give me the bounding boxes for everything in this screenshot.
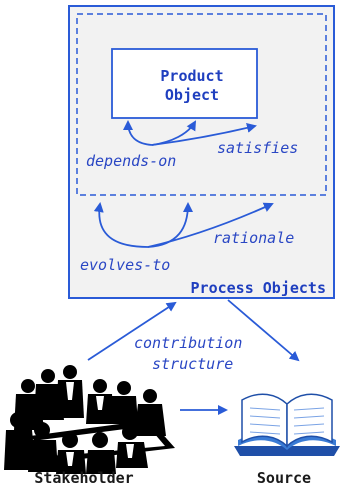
evolves-to-arrow-left xyxy=(93,202,149,248)
contribution-arrow-up xyxy=(87,301,177,361)
structure-arrow-down xyxy=(227,299,300,362)
contribution-label: contribution xyxy=(134,334,242,352)
structure-label: structure xyxy=(152,355,233,373)
depends-on-arrow-left xyxy=(123,120,153,146)
evolves-to-label: evolves-to xyxy=(80,256,170,274)
product-object-label-line2: Object xyxy=(165,86,219,104)
stakeholder-label: Stakeholder xyxy=(34,469,133,487)
process-objects-label: Process Objects xyxy=(191,279,326,297)
open-book-icon xyxy=(234,393,340,456)
depends-on-label: depends-on xyxy=(86,152,176,170)
product-object-box xyxy=(111,48,258,119)
source-label: Source xyxy=(257,469,311,487)
product-layer-dashed-box xyxy=(76,13,327,196)
satisfies-label: satisfies xyxy=(217,139,298,157)
satisfies-arrow xyxy=(151,123,257,146)
people-meeting-icon xyxy=(4,365,175,474)
rationale-arrow xyxy=(147,202,274,248)
rationale-label: rationale xyxy=(213,229,294,247)
product-object-label-line1: Product xyxy=(160,67,223,85)
